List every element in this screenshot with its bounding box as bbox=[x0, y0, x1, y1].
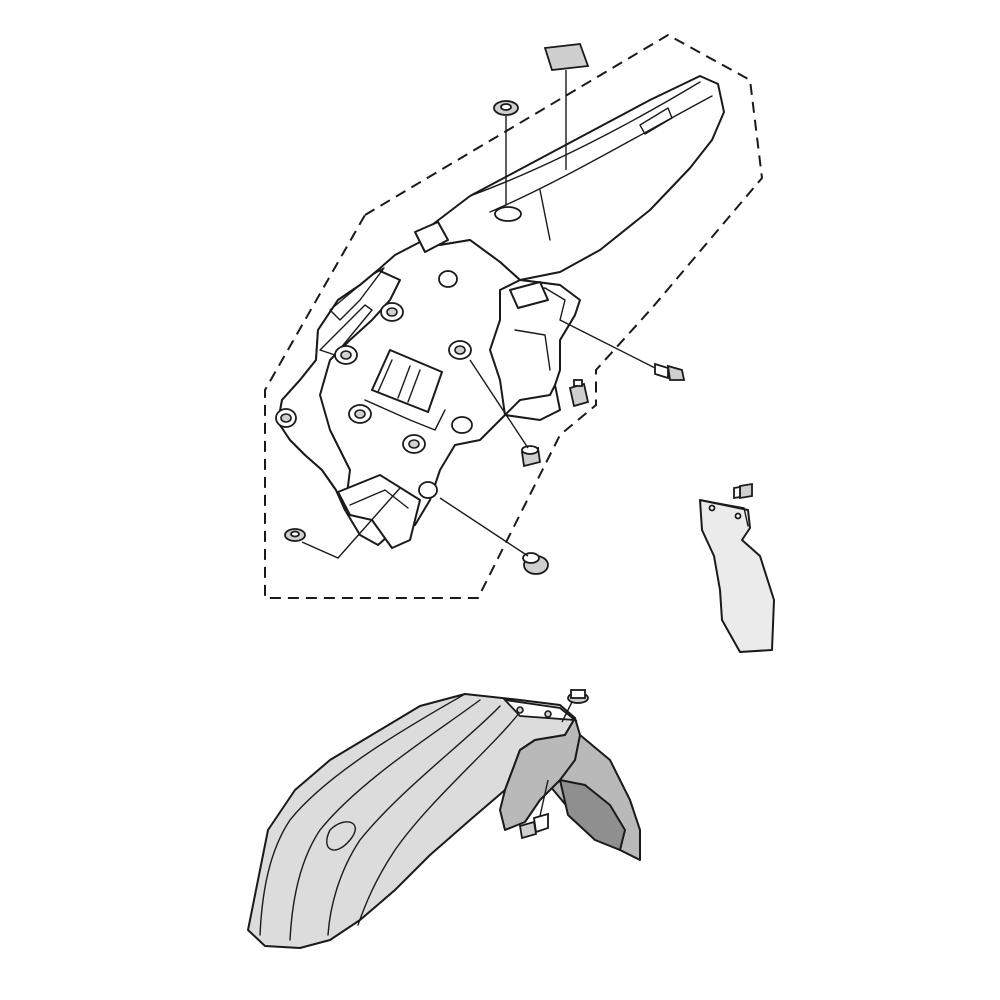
collar-icon bbox=[520, 445, 542, 468]
flange-bolt-icon bbox=[522, 552, 549, 575]
mud-flap-icon bbox=[699, 499, 775, 653]
front-fender-icon bbox=[247, 693, 641, 949]
emblem-plate-icon bbox=[543, 43, 590, 71]
clip-nut-icon bbox=[568, 379, 590, 408]
washer-icon bbox=[284, 528, 306, 542]
leader-collar bbox=[469, 359, 529, 449]
front-fender-bolt-upper bbox=[567, 689, 589, 704]
leader-front-upper bbox=[561, 701, 573, 723]
leader-lower-bolt bbox=[439, 497, 529, 557]
leader-upper-bolt bbox=[559, 319, 656, 369]
leader-front-lower bbox=[539, 779, 549, 817]
grommet-icon bbox=[493, 100, 519, 116]
screw-icon bbox=[733, 482, 753, 500]
rear-fender-icon bbox=[275, 75, 725, 549]
front-fender-bolt-lower bbox=[518, 812, 549, 840]
assembly-boundary bbox=[264, 33, 764, 599]
leader-washer bbox=[301, 487, 401, 559]
bolt-icon bbox=[654, 362, 686, 381]
